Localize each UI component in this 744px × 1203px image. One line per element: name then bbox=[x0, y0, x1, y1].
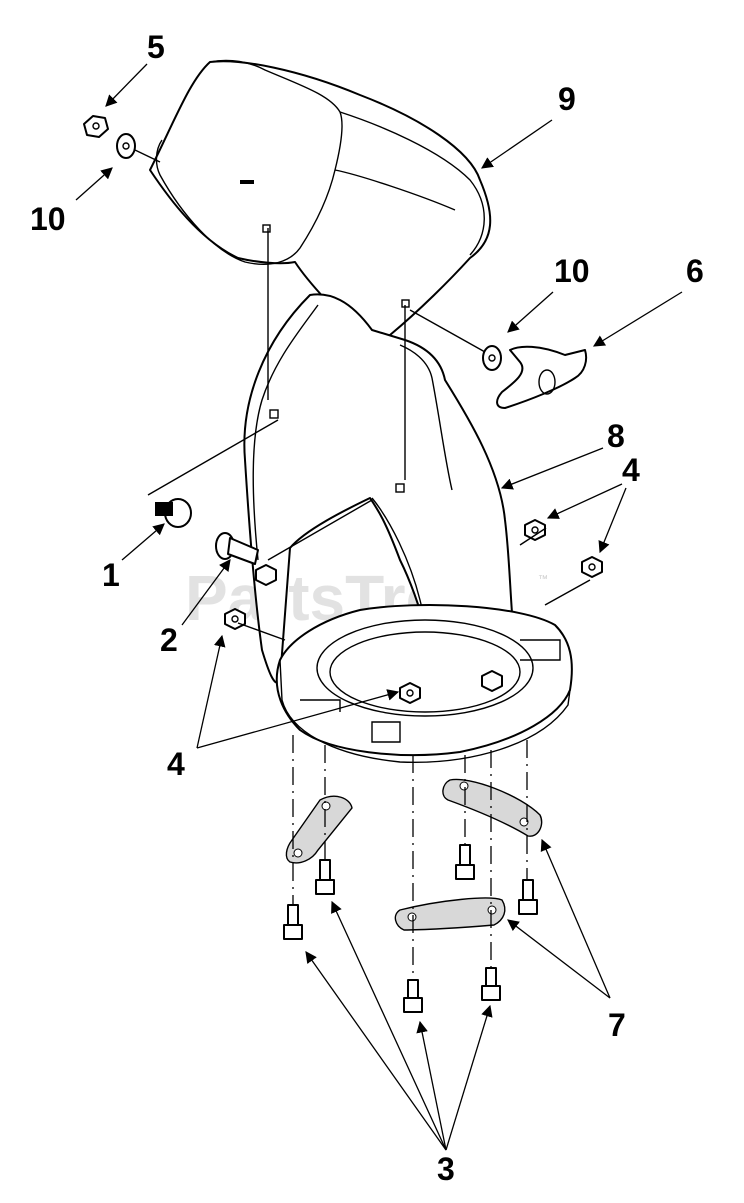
hex-screw-1 bbox=[283, 904, 303, 940]
deflector-slot bbox=[240, 180, 254, 184]
callout-1: 1 bbox=[102, 557, 120, 593]
callout-3: 3 bbox=[437, 1151, 455, 1187]
hex-nut-left bbox=[224, 608, 246, 630]
callout-4-left: 4 bbox=[167, 746, 185, 782]
callout-10-right: 10 bbox=[554, 253, 590, 289]
callout-2: 2 bbox=[160, 622, 178, 658]
alignment-lines bbox=[134, 149, 591, 980]
callout-7: 7 bbox=[608, 1007, 626, 1043]
clamp-plate-right bbox=[442, 778, 543, 837]
hex-nut-center bbox=[399, 682, 421, 704]
hex-screw-5 bbox=[403, 979, 423, 1013]
hex-nut-top bbox=[83, 115, 109, 138]
carriage-bolt-2 bbox=[215, 532, 259, 565]
washer-right bbox=[482, 345, 502, 371]
hex-screw-6 bbox=[481, 967, 501, 1001]
callout-5: 5 bbox=[147, 29, 165, 65]
callouts: 5 9 10 10 6 8 4 1 2 4 7 3 bbox=[30, 29, 704, 1187]
callout-10-left: 10 bbox=[30, 201, 66, 237]
callout-9: 9 bbox=[558, 81, 576, 117]
clamp-plate-center bbox=[394, 897, 506, 931]
carriage-bolt-1 bbox=[155, 498, 192, 528]
hex-screw-3 bbox=[455, 844, 475, 880]
callout-4-right: 4 bbox=[622, 452, 640, 488]
hex-screw-4 bbox=[518, 879, 538, 915]
washer-left bbox=[116, 133, 136, 159]
hex-nut-right-lower bbox=[581, 556, 603, 578]
callout-8: 8 bbox=[607, 418, 625, 454]
watermark-trademark: ™ bbox=[538, 574, 548, 585]
leader-arrows bbox=[75, 63, 683, 1151]
chute-base-ring bbox=[275, 604, 573, 763]
hex-nut-right-upper bbox=[524, 519, 546, 541]
hex-screw-2 bbox=[315, 859, 335, 895]
wing-knob bbox=[496, 345, 588, 409]
callout-6: 6 bbox=[686, 253, 704, 289]
hex-nut-chute-left bbox=[255, 564, 277, 586]
clamp-plate-left bbox=[285, 795, 353, 864]
hex-nut-chute-right bbox=[481, 670, 503, 692]
